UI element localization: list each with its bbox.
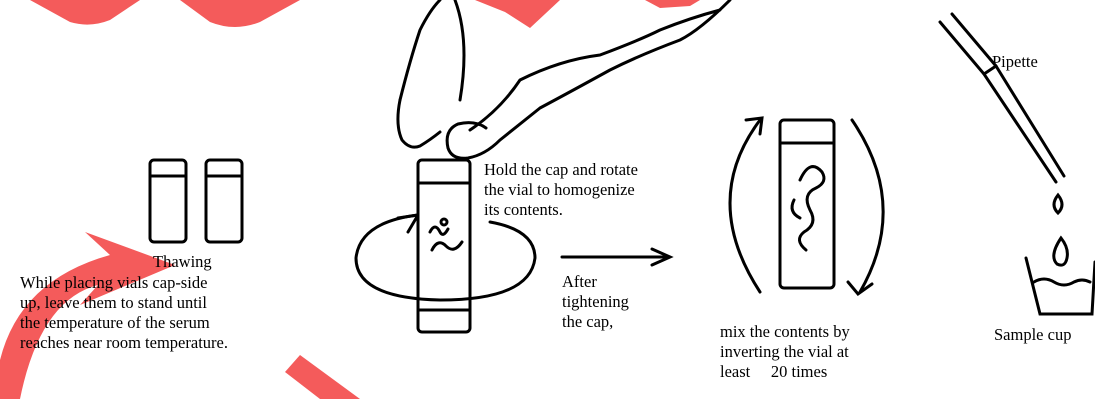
pipette-label: Pipette [992,52,1038,72]
pipette-illustration [940,14,1064,213]
sample-cup-label: Sample cup [994,325,1071,345]
rotate-line-1: Hold the cap and rotate [484,160,714,180]
pipette-icon [940,14,1064,182]
thawing-title: Thawing [153,252,212,272]
tighten-line-2: tightening [562,292,662,312]
hand-icon [400,0,730,158]
invert-arrow-right [852,120,883,292]
thawing-line-3: the temperature of the serum [20,313,360,333]
thawing-description: While placing vials cap-side up, leave t… [20,273,360,353]
invert-line-3: least 20 times [720,362,900,382]
tighten-line-3: the cap, [562,312,662,332]
tighten-description: After tightening the cap, [562,272,662,332]
rotate-description: Hold the cap and rotate the vial to homo… [484,160,714,220]
invert-arrow-left [730,120,760,292]
sample-cup-illustration [1026,238,1095,314]
vial-left [150,160,186,242]
rotation-arrow [356,215,535,300]
thawing-line-4: reaches near room temperature. [20,333,360,353]
rotate-line-3: its contents. [484,200,714,220]
tighten-line-1: After [562,272,662,292]
thawing-line-2: up, leave them to stand until [20,293,360,313]
thawing-line-1: While placing vials cap-side [20,273,360,293]
vial-right [206,160,242,242]
next-arrow [562,249,670,265]
thawing-vials [150,160,242,242]
invert-illustration [730,118,883,294]
invert-line-2: inverting the vial at [720,342,900,362]
invert-line-1: mix the contents by [720,322,900,342]
rotate-line-2: the vial to homogenize [484,180,714,200]
invert-description: mix the contents by inverting the vial a… [720,322,900,382]
